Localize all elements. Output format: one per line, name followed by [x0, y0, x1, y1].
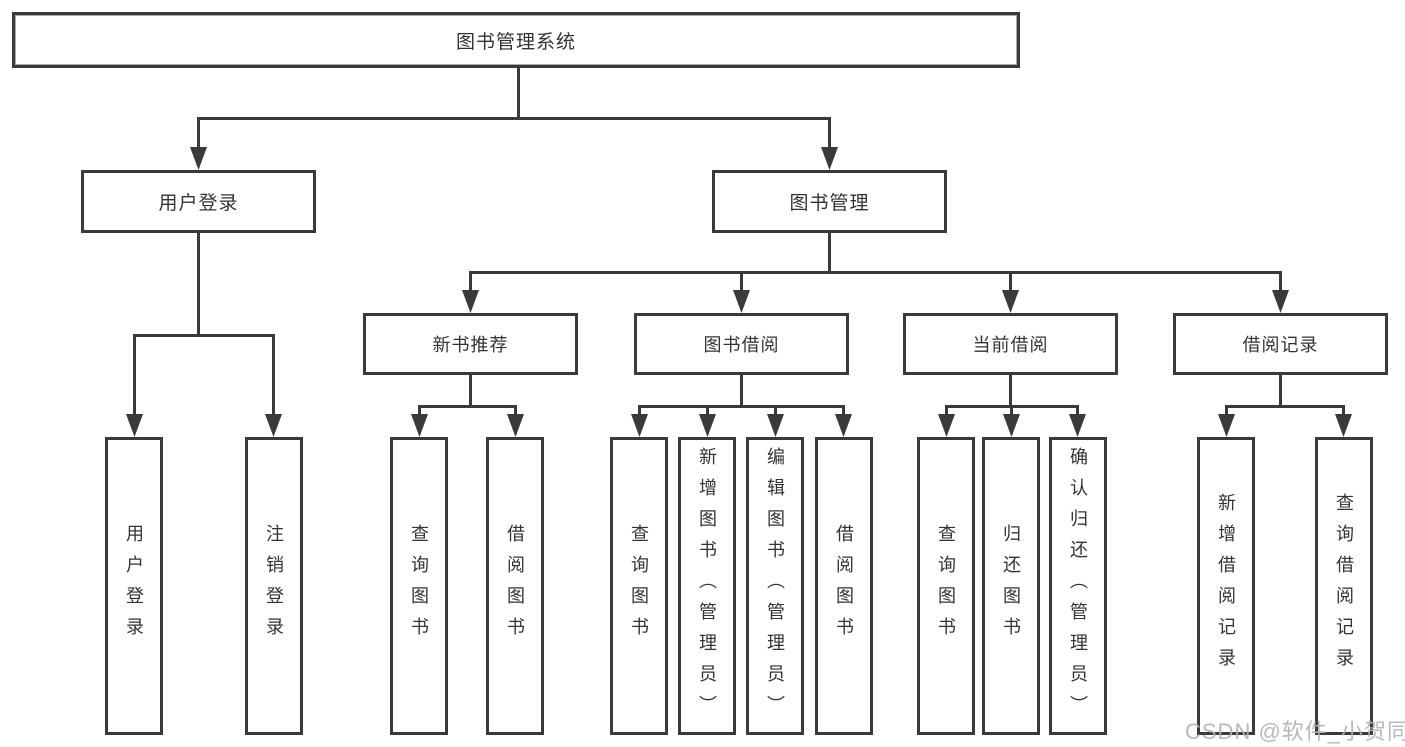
node-label: 查询图书 [936, 524, 956, 648]
node-label: 当前借阅 [972, 335, 1049, 355]
node-label: 归还图书 [1001, 524, 1021, 648]
node-label: 新增借阅记录 [1216, 493, 1236, 679]
node-user-login: 用户登录 [81, 170, 316, 233]
connector-current-to-leaves [945, 375, 1079, 418]
node-label: 查询借阅记录 [1334, 493, 1354, 679]
node-label: 图书管理 [789, 193, 870, 214]
connector-newbooks-to-leaves [418, 375, 517, 418]
node-label: 用户登录 [124, 524, 144, 648]
node-label: 查询图书 [409, 524, 429, 648]
leaf-user-login: 用户登录 [105, 437, 163, 735]
leaf-records-add: 新增借阅记录 [1197, 437, 1255, 735]
node-label: 注销登录 [264, 524, 284, 648]
leaf-borrowing-add-admin: 新增图书（管理员） [678, 437, 736, 735]
leaf-borrowing-edit-admin: 编辑图书（管理员） [746, 437, 804, 735]
node-library-management-system: 图书管理系统 [12, 12, 1020, 68]
node-label: 用户登录 [158, 193, 239, 214]
node-label: 确认归还（管理员） [1068, 446, 1088, 726]
leaf-newbooks-borrow: 借阅图书 [486, 437, 544, 735]
node-label: 借阅图书 [834, 524, 854, 648]
leaf-records-query: 查询借阅记录 [1315, 437, 1373, 735]
node-label: 编辑图书（管理员） [765, 446, 785, 726]
node-label: 图书借阅 [703, 335, 780, 355]
connector-records-to-leaves [1225, 375, 1345, 418]
leaf-borrowing-query: 查询图书 [610, 437, 668, 735]
node-new-book-recommend: 新书推荐 [363, 313, 578, 375]
leaf-current-query: 查询图书 [917, 437, 975, 735]
connector-root-to-level2 [197, 67, 831, 151]
node-label: 图书管理系统 [455, 31, 576, 53]
node-label: 借阅图书 [505, 524, 525, 648]
csdn-watermark: CSDN @软件_小贺同学 [1185, 719, 1405, 744]
leaf-logout: 注销登录 [245, 437, 303, 735]
node-current-borrowing: 当前借阅 [903, 313, 1118, 375]
leaf-current-return: 归还图书 [982, 437, 1040, 735]
node-label: 新书推荐 [432, 335, 509, 355]
connector-userlogin-to-leaves [133, 233, 275, 417]
node-book-borrowing: 图书借阅 [634, 313, 849, 375]
connector-borrowing-to-leaves [638, 375, 845, 418]
connector-bookmgmt-to-level3 [469, 233, 1282, 295]
node-label: 新增图书（管理员） [697, 446, 717, 726]
node-book-management: 图书管理 [712, 170, 947, 233]
node-label: 查询图书 [629, 524, 649, 648]
node-label: 借阅记录 [1242, 335, 1319, 355]
leaf-borrowing-borrow: 借阅图书 [815, 437, 873, 735]
leaf-newbooks-query: 查询图书 [390, 437, 448, 735]
node-borrowing-records: 借阅记录 [1173, 313, 1388, 375]
leaf-current-confirm-admin: 确认归还（管理员） [1049, 437, 1107, 735]
